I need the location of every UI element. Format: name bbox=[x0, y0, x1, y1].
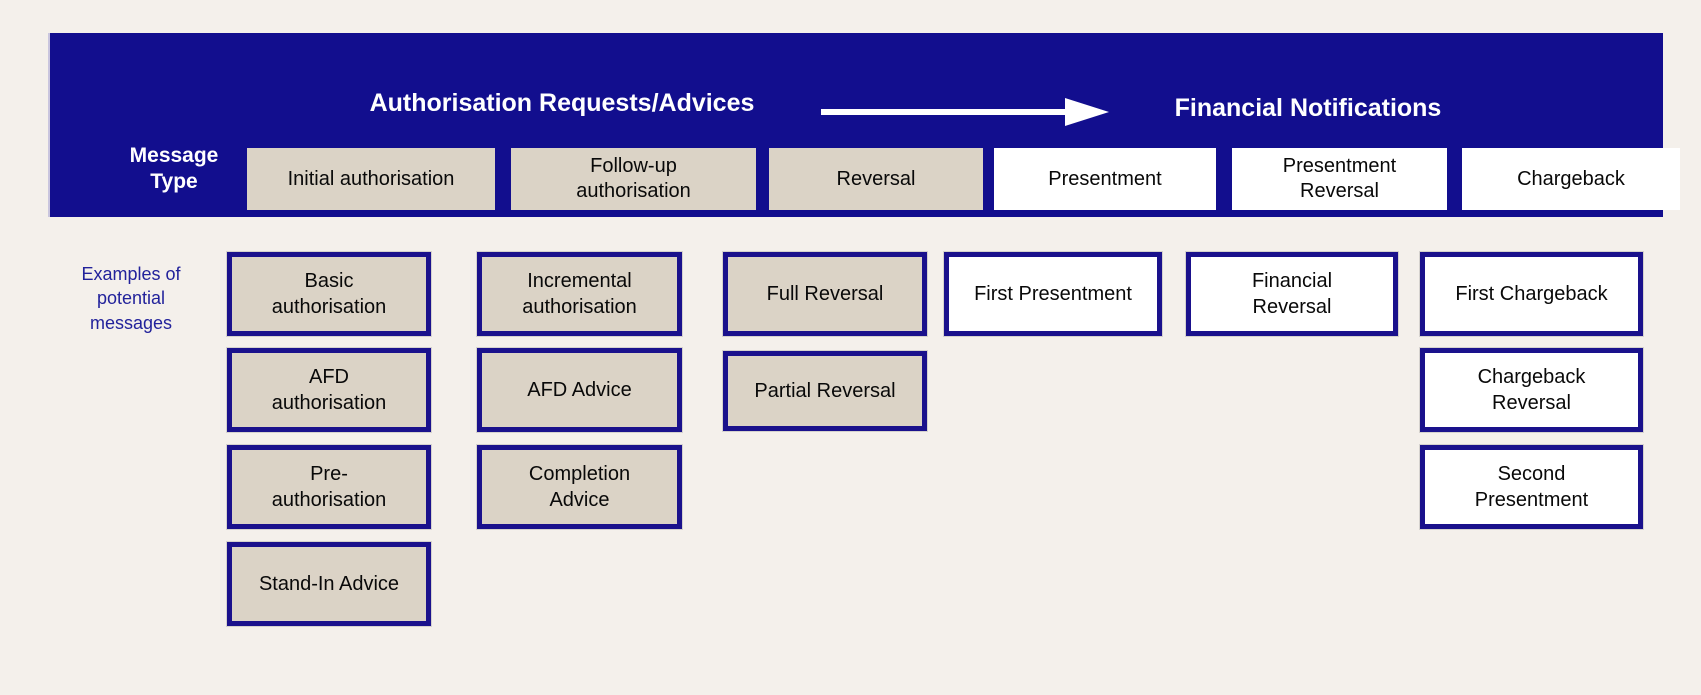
message-type-box-follow-up-authorisation: Follow-up authorisation bbox=[511, 148, 756, 210]
message-type-box-presentment: Presentment bbox=[994, 148, 1216, 210]
box-label: Chargeback Reversal bbox=[1477, 366, 1586, 414]
box-label: Initial authorisation bbox=[287, 167, 455, 190]
box-label: Second Presentment bbox=[1474, 463, 1589, 511]
box-label: Pre- authorisation bbox=[271, 463, 387, 511]
box-label: Financial Reversal bbox=[1251, 270, 1333, 318]
right-arrow-icon bbox=[821, 98, 1109, 126]
example-box-second-presentment: Second Presentment bbox=[1420, 445, 1643, 529]
box-label: Completion Advice bbox=[528, 463, 631, 511]
box-label: Chargeback bbox=[1517, 167, 1625, 190]
example-box-financial-reversal: Financial Reversal bbox=[1186, 252, 1398, 336]
box-label: AFD Advice bbox=[527, 379, 632, 401]
box-label: Partial Reversal bbox=[754, 380, 896, 402]
box-label: First Chargeback bbox=[1455, 283, 1608, 305]
examples-of-potential-messages-note: Examples of potential messages bbox=[81, 264, 181, 333]
box-label: Full Reversal bbox=[766, 283, 884, 305]
example-box-completion-advice: Completion Advice bbox=[477, 445, 682, 529]
message-type-box-presentment-reversal: Presentment Reversal bbox=[1232, 148, 1447, 210]
header-banner: Authorisation Requests/Advices Financial… bbox=[48, 33, 1680, 217]
message-type-box-reversal: Reversal bbox=[769, 148, 983, 210]
example-box-first-presentment: First Presentment bbox=[944, 252, 1162, 336]
message-type-box-initial-authorisation: Initial authorisation bbox=[247, 148, 495, 210]
box-label: Presentment Reversal bbox=[1282, 155, 1397, 202]
example-box-basic-authorisation: Basic authorisation bbox=[227, 252, 431, 336]
message-type-label: Message Type bbox=[129, 144, 219, 194]
example-box-pre-authorisation: Pre- authorisation bbox=[227, 445, 431, 529]
example-box-afd-authorisation: AFD authorisation bbox=[227, 348, 431, 432]
example-box-afd-advice: AFD Advice bbox=[477, 348, 682, 432]
example-box-chargeback-reversal: Chargeback Reversal bbox=[1420, 348, 1643, 432]
example-box-stand-in-advice: Stand-In Advice bbox=[227, 542, 431, 626]
authorisation-requests-title: Authorisation Requests/Advices bbox=[369, 89, 755, 117]
box-label: Presentment bbox=[1048, 167, 1162, 190]
example-box-partial-reversal: Partial Reversal bbox=[723, 351, 927, 431]
financial-notifications-title: Financial Notifications bbox=[1174, 94, 1442, 122]
box-label: Follow-up authorisation bbox=[576, 155, 691, 202]
box-label: First Presentment bbox=[974, 283, 1132, 305]
message-type-box-chargeback: Chargeback bbox=[1462, 148, 1680, 210]
box-label: Basic authorisation bbox=[271, 270, 387, 318]
example-box-first-chargeback: First Chargeback bbox=[1420, 252, 1643, 336]
box-label: AFD authorisation bbox=[271, 366, 387, 414]
example-box-full-reversal: Full Reversal bbox=[723, 252, 927, 336]
box-label: Stand-In Advice bbox=[258, 573, 400, 595]
example-box-incremental-authorisation: Incremental authorisation bbox=[477, 252, 682, 336]
box-label: Incremental authorisation bbox=[522, 270, 637, 318]
box-label: Reversal bbox=[836, 167, 916, 190]
